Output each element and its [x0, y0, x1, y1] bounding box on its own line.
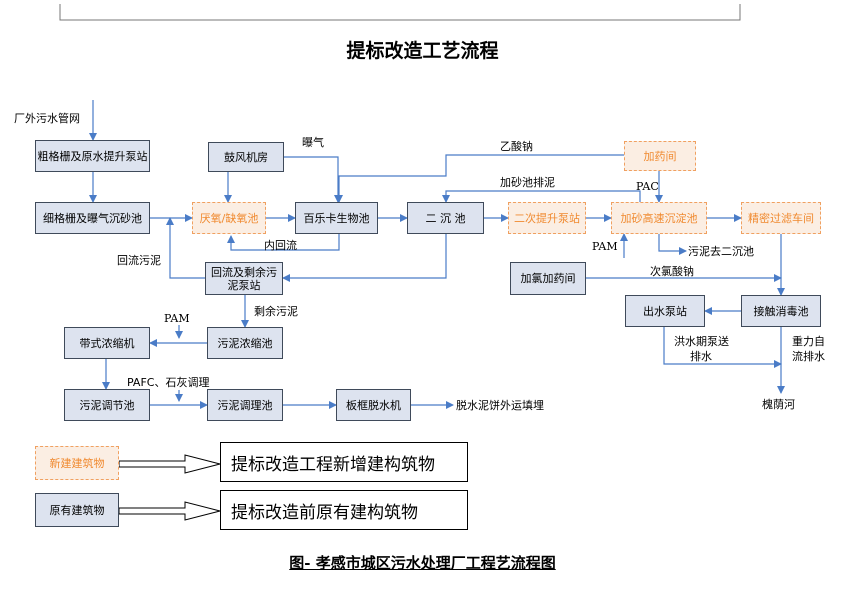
- label-gravity-1: 重力自: [792, 335, 825, 348]
- box-sludge-conditioning-tank: 污泥调理池: [207, 389, 283, 421]
- label-sludge-to-clarifier: 污泥去二沉池: [688, 245, 754, 258]
- label-sand-sludge: 加砂池排泥: [500, 176, 555, 189]
- box-blower-room: 鼓风机房: [208, 142, 284, 172]
- figure-caption: 图- 孝感市城区污水处理厂工程艺流程图: [289, 554, 556, 572]
- box-fine-screen: 细格栅及曝气沉砂池: [35, 202, 150, 234]
- legend-orig-sample: 原有建筑物: [35, 493, 119, 527]
- label-pac: PAC: [636, 180, 659, 193]
- arrow-blower-to-bio: [284, 156, 342, 203]
- box-sludge-adjust-tank: 污泥调节池: [64, 389, 150, 421]
- page-title: 提标改造工艺流程: [346, 40, 499, 62]
- label-return-sludge: 回流污泥: [117, 254, 161, 267]
- box-outlet-pump-station: 出水泵站: [625, 295, 705, 327]
- box-secondary-clarifier: 二 沉 池: [407, 202, 484, 234]
- legend-arrows: [118, 454, 221, 521]
- label-aeration: 曝气: [302, 136, 324, 149]
- box-belt-thickener: 带式浓缩机: [64, 327, 150, 359]
- box-dosing-room: 加药间: [624, 141, 696, 171]
- label-outside-sewer: 厂外污水管网: [14, 112, 80, 125]
- legend-new-sample: 新建建筑物: [35, 446, 119, 480]
- box-coarse-screen: 粗格栅及原水提升泵站: [35, 140, 150, 172]
- label-hypochlorite: 次氯酸钠: [650, 265, 694, 278]
- arrow-sludge-to-clarifier: [658, 234, 687, 255]
- arrow-flood: [663, 327, 782, 368]
- label-excess-sludge: 剩余污泥: [254, 305, 298, 318]
- legend-orig-description: 提标改造前原有建构筑物: [220, 490, 468, 530]
- box-high-density-clarifier: 加砂高速沉淀池: [611, 202, 707, 234]
- label-cake-out: 脱水泥饼外运填埋: [456, 399, 544, 412]
- flow-arrows: [89, 100, 785, 409]
- box-lift-pump-station: 二次提升泵站: [508, 202, 586, 234]
- box-sludge-thickening-tank: 污泥浓缩池: [207, 327, 283, 359]
- label-gravity-2: 流排水: [792, 350, 825, 363]
- box-contact-tank: 接触消毒池: [741, 295, 821, 327]
- arrow-sand-sludge: [442, 190, 641, 203]
- arrow-clarifier-to-return: [282, 234, 447, 282]
- label-pam-low: PAM: [164, 312, 190, 325]
- box-plate-press: 板框脱水机: [336, 389, 411, 421]
- box-chlorine-room: 加氯加药间: [510, 262, 586, 295]
- header-rule: [59, 4, 741, 21]
- label-pam-high: PAM: [592, 240, 618, 253]
- box-filter-room: 精密过滤车间: [741, 202, 821, 234]
- label-flood-pump-2: 排水: [690, 350, 712, 363]
- label-sodium-acetate: 乙酸钠: [500, 140, 533, 153]
- label-inner-return: 内回流: [264, 239, 297, 252]
- label-flood-pump-1: 洪水期泵送: [674, 335, 729, 348]
- label-river: 槐荫河: [762, 398, 795, 411]
- box-bardenpho-tank: 百乐卡生物池: [295, 202, 378, 234]
- legend-new-description: 提标改造工程新增建构筑物: [220, 442, 468, 482]
- arrow-inner-return: [227, 234, 340, 251]
- box-return-sludge-station: 回流及剩余污泥泵站: [205, 262, 283, 295]
- box-anaerobic-tank: 厌氧/缺氧池: [192, 202, 266, 234]
- arrow-return-sludge: [166, 217, 205, 279]
- arrow-acetate: [335, 154, 624, 203]
- label-pafc-lime: PAFC、石灰调理: [127, 376, 210, 389]
